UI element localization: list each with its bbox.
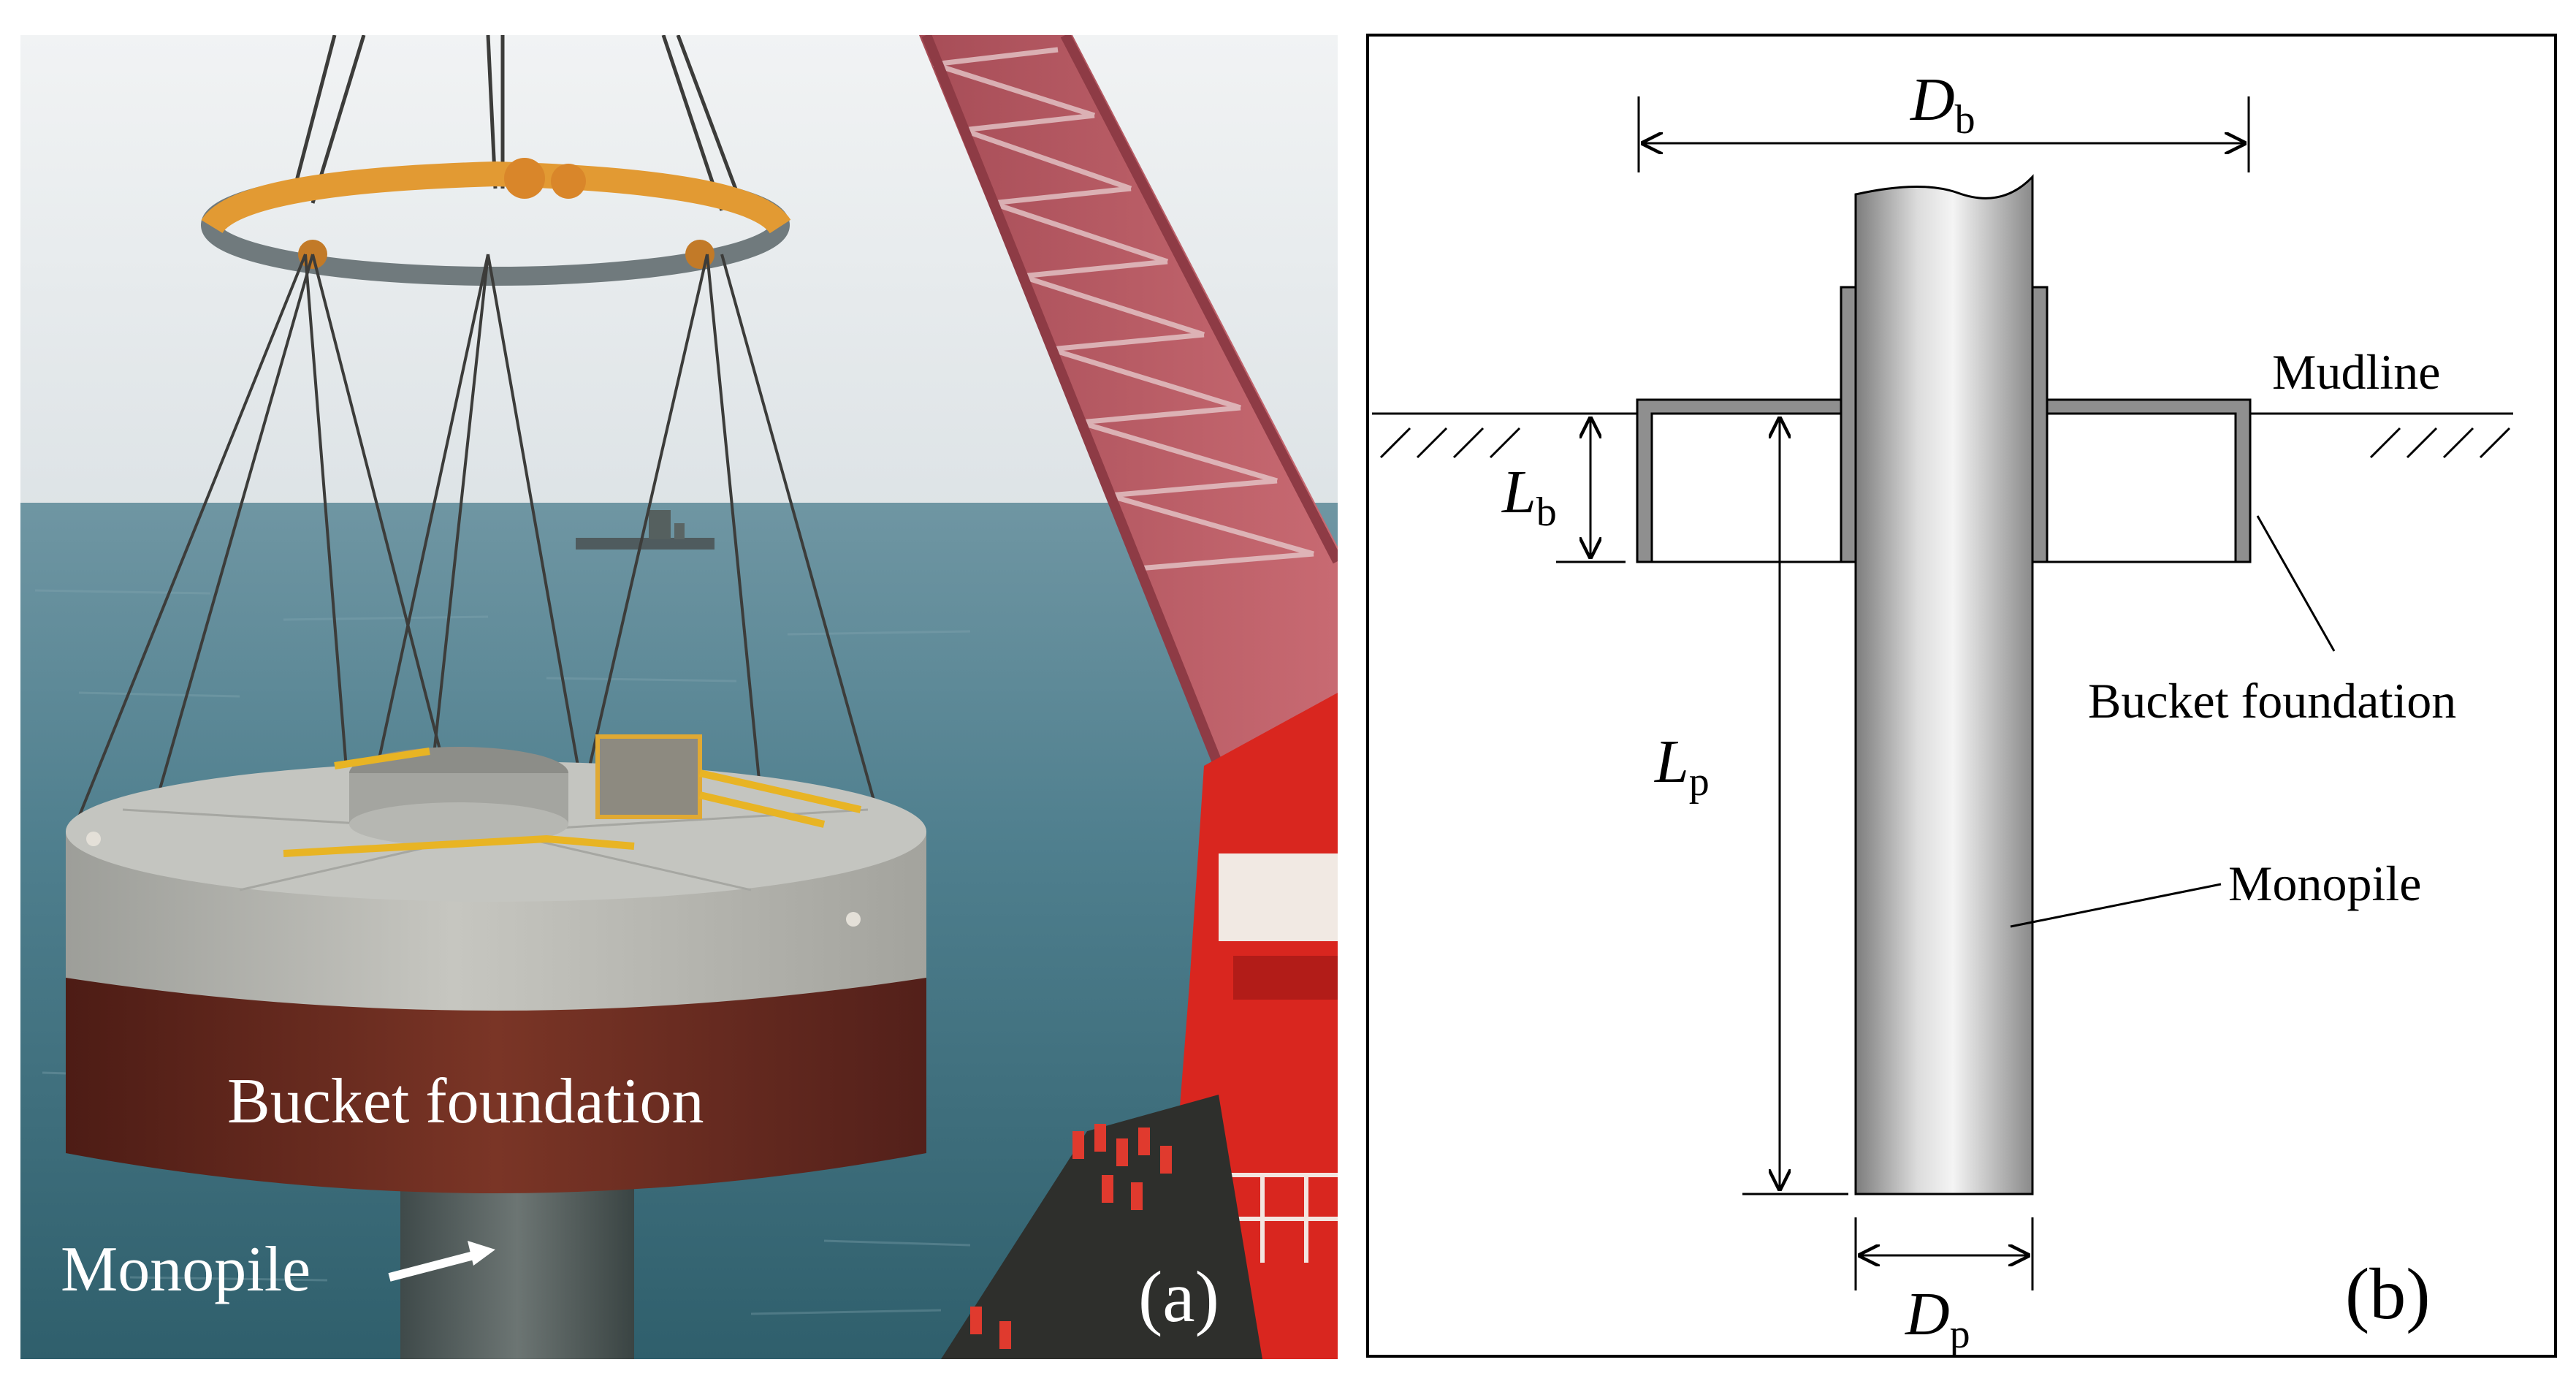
db-label-main: D bbox=[1910, 66, 1955, 134]
lb-label-sub: b bbox=[1536, 490, 1557, 535]
panel-a-label: (a) bbox=[1138, 1256, 1219, 1337]
monopile-schematic-label: Monopile bbox=[2228, 856, 2421, 911]
lp-label-sub: p bbox=[1689, 759, 1710, 805]
lb-label: Lb bbox=[1501, 458, 1557, 535]
vessel bbox=[941, 693, 1338, 1359]
monopile-leader-line bbox=[2010, 883, 2222, 928]
photo-illustration: Bucket foundation Monopile (a) bbox=[20, 35, 1338, 1359]
lb-dimension bbox=[1556, 417, 1626, 563]
dp-label-main: D bbox=[1905, 1280, 1950, 1348]
bucket-leader-line bbox=[2256, 515, 2336, 652]
panel-b-schematic: Db Mudline Lb bbox=[1366, 34, 2557, 1358]
panel-a-photo: Bucket foundation Monopile (a) bbox=[20, 35, 1338, 1359]
monopile-photo-label: Monopile bbox=[61, 1234, 310, 1305]
schematic-diagram: Db Mudline Lb bbox=[1366, 34, 2557, 1358]
bucket-foundation-schematic-label: Bucket foundation bbox=[2088, 673, 2456, 729]
db-dimension bbox=[1637, 96, 2250, 172]
monopile-shape bbox=[1854, 174, 2034, 1195]
railing bbox=[283, 748, 862, 857]
crane-boom bbox=[919, 35, 1338, 839]
dp-label-sub: p bbox=[1950, 1312, 1970, 1357]
bucket-foundation-photo-label: Bucket foundation bbox=[227, 1066, 704, 1137]
lb-label-main: L bbox=[1501, 458, 1536, 526]
monopile-arrow bbox=[388, 1241, 495, 1282]
dp-dimension bbox=[1854, 1217, 2034, 1290]
lp-label-main: L bbox=[1654, 728, 1689, 796]
distant-ship bbox=[576, 510, 715, 550]
lp-dimension bbox=[1742, 417, 1848, 1195]
db-label-sub: b bbox=[1955, 97, 1975, 142]
mudline-label: Mudline bbox=[2272, 344, 2440, 400]
db-label: Db bbox=[1910, 66, 1975, 142]
bucket-drum bbox=[66, 734, 926, 1193]
panel-b-label: (b) bbox=[2345, 1253, 2431, 1334]
workers bbox=[970, 1124, 1172, 1349]
lp-label: Lp bbox=[1654, 728, 1710, 805]
dp-label: Dp bbox=[1905, 1280, 1970, 1357]
